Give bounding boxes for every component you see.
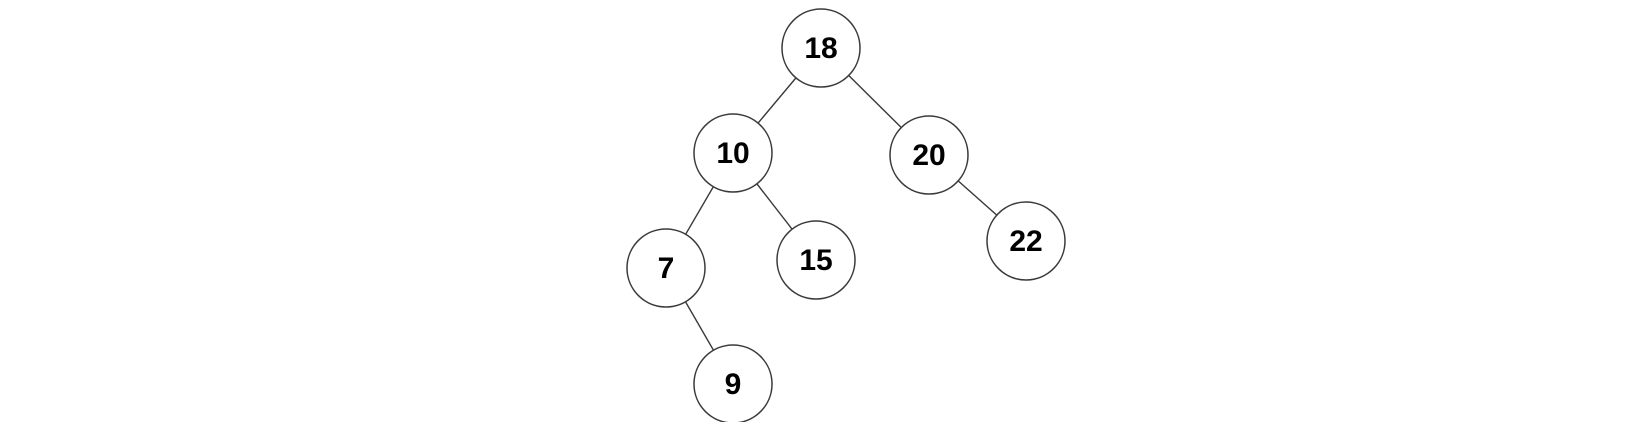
tree-node-10: 10 [693,113,773,193]
tree-node-22: 22 [986,201,1066,281]
tree-node-label-10: 10 [716,137,749,170]
tree-node-label-18: 18 [804,32,837,65]
tree-node-circle-22 [986,201,1066,281]
tree-node-18: 18 [781,8,861,88]
tree-nodes-layer: 18 10 20 7 15 22 9 [626,8,1066,422]
tree-node-label-7: 7 [658,252,675,285]
tree-node-label-9: 9 [725,368,742,401]
tree-node-circle-20 [889,115,969,195]
tree-node-20: 20 [889,115,969,195]
tree-node-15: 15 [776,220,856,300]
tree-node-label-20: 20 [912,139,945,172]
tree-node-9: 9 [693,344,773,422]
tree-node-circle-9 [693,344,773,422]
tree-node-circle-15 [776,220,856,300]
tree-edges-layer [665,47,1027,385]
tree-node-7: 7 [626,228,706,308]
tree-node-circle-7 [626,228,706,308]
tree-node-label-22: 22 [1009,225,1042,258]
tree-node-circle-18 [781,8,861,88]
tree-node-label-15: 15 [799,244,832,277]
tree-node-circle-10 [693,113,773,193]
